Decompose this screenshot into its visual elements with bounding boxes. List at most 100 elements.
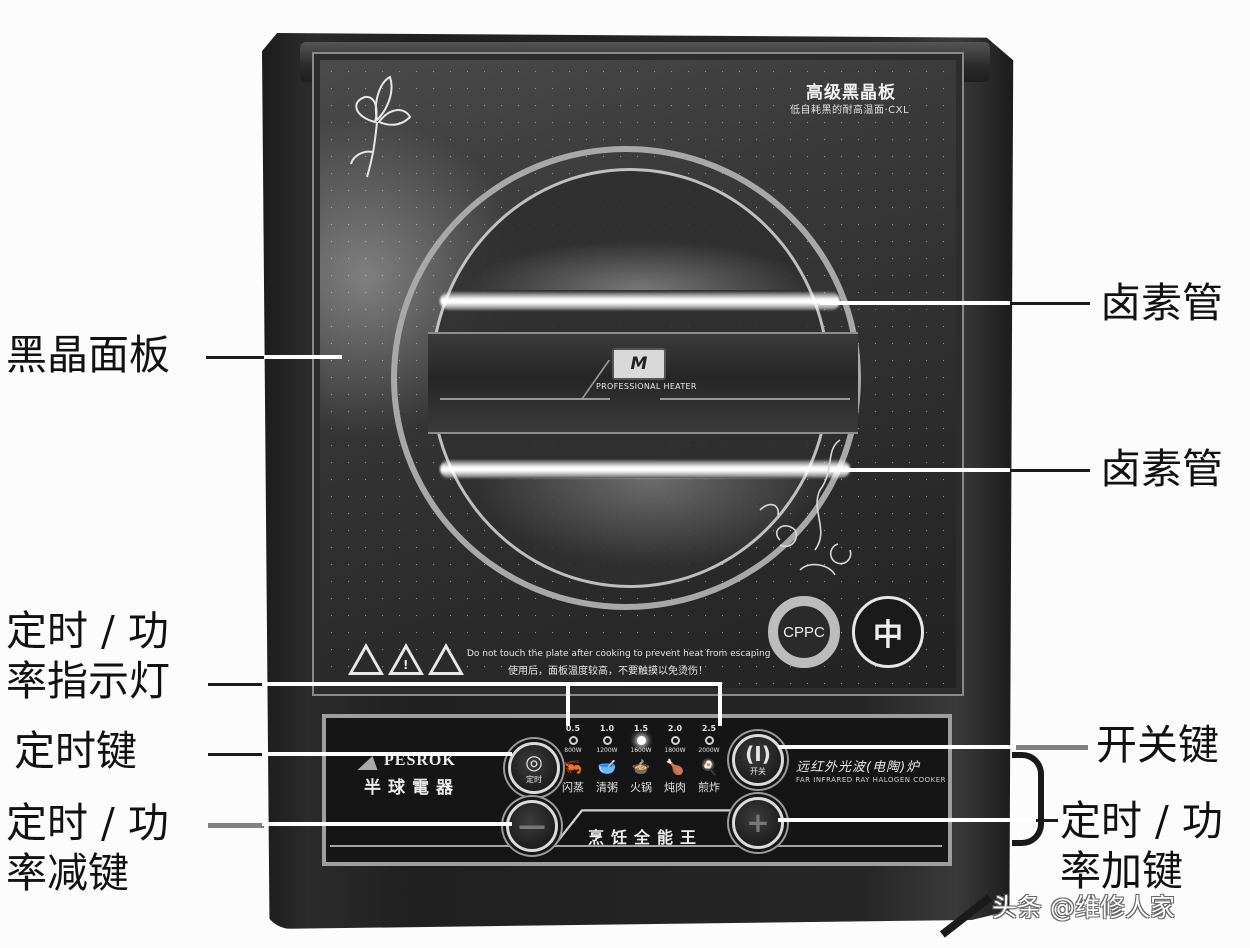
- label-minus-line1: 定时 / 功: [6, 799, 169, 847]
- indicator-led: [602, 736, 612, 745]
- indicator-row: 0.5 800W 🦐 闪蒸 1.0 1200W 🥣 清粥 1.5 1600W 🍲…: [556, 724, 726, 814]
- label-indicator-line2: 率指示灯: [6, 657, 170, 705]
- frying-pan-icon: 🍳: [699, 758, 719, 776]
- leader-line-power-inner: [778, 745, 1018, 749]
- porridge-bowl-icon: 🥣: [597, 758, 617, 776]
- brand-name-chinese: 半球電器: [364, 778, 460, 798]
- leader-line-plus-inner: [778, 818, 1038, 822]
- label-increase-key: 定时 / 功 率加键: [1060, 796, 1223, 896]
- decrease-button[interactable]: —: [506, 800, 558, 852]
- leader-line-halogen-top-inner: [820, 301, 1010, 305]
- indicator-level: 2.5: [701, 724, 717, 733]
- indicator-level: 1.0: [599, 724, 615, 733]
- leader-line-indicator-inner: [262, 682, 722, 686]
- indicator-2: 1.0 1200W 🥣 清粥: [590, 724, 624, 795]
- leader-line-minus-inner: [262, 822, 512, 826]
- halogen-tube-top: [440, 292, 840, 310]
- model-name-chinese: 远红外光波(电陶)炉: [796, 760, 921, 775]
- label-indicator-lights: 定时 / 功 率指示灯: [6, 606, 170, 706]
- indicator-led: [670, 736, 680, 745]
- power-button-label: 开关: [750, 766, 766, 776]
- power-icon: (I): [745, 741, 771, 766]
- leader-line-timer-inner: [262, 752, 512, 756]
- indicator-function: 闪蒸: [562, 781, 584, 794]
- minus-icon: —: [518, 809, 546, 842]
- watermark: 头条 @维修人家: [992, 893, 1175, 922]
- timer-button-label: 定时: [526, 774, 542, 784]
- hot-surface-warning-icon: [348, 643, 384, 675]
- exclamation-icon: !: [403, 658, 409, 672]
- indicator-led-lit: [636, 736, 646, 745]
- label-black-crystal-panel: 黑晶面板: [6, 331, 170, 379]
- heater-logo: M: [612, 348, 666, 380]
- indicator-power: 800W: [564, 747, 582, 754]
- indicator-function: 清粥: [596, 781, 618, 794]
- halogen-glow-bottom: [470, 478, 830, 568]
- leader-line-indicator: [208, 683, 264, 686]
- circuit-trace: [440, 398, 610, 400]
- heating-zone-ring: [391, 146, 861, 610]
- heater-logo-text: PROFESSIONAL HEATER: [596, 382, 697, 391]
- indicator-power: 1200W: [596, 747, 618, 754]
- indicator-level: 1.5: [633, 724, 649, 733]
- warning-text-english: Do not touch the plate after cooking to …: [467, 649, 771, 659]
- indicator-1: 0.5 800W 🦐 闪蒸: [556, 724, 590, 795]
- leader-line-power: [1016, 745, 1088, 750]
- indicator-led: [704, 736, 714, 745]
- glass-panel-subtitle: 低自耗黑的耐高温面·CXL: [790, 105, 910, 116]
- indicator-function: 火锅: [630, 781, 652, 794]
- indicator-level: 2.0: [667, 724, 683, 733]
- timer-icon: ◎: [525, 749, 543, 774]
- leader-line-panel-inner: [264, 355, 342, 359]
- label-plus-line1: 定时 / 功: [1060, 797, 1223, 845]
- timer-button[interactable]: ◎ 定时: [508, 742, 560, 794]
- indicator-4: 2.0 1800W 🍗 炖肉: [658, 724, 692, 795]
- label-halogen-tube-top: 卤素管: [1100, 279, 1223, 327]
- leader-line-halogen-bottom-inner: [830, 468, 1010, 472]
- indicator-level: 0.5: [565, 724, 581, 733]
- model-name-english: FAR INFRARED RAY HALOGEN COOKER: [796, 776, 946, 784]
- indicator-led: [568, 736, 578, 745]
- hotpot-icon: 🍲: [631, 758, 651, 776]
- power-button[interactable]: (I) 开关: [732, 734, 784, 786]
- label-timer-key: 定时键: [14, 727, 137, 775]
- leader-line-indicator-drop-right: [718, 682, 722, 726]
- leader-line-indicator-drop-left: [566, 682, 570, 726]
- slogan-plate-outline: [550, 809, 752, 848]
- indicator-function: 煎炸: [698, 781, 720, 794]
- label-halogen-tube-bottom: 卤素管: [1100, 445, 1223, 493]
- brand-name-english: PESROK: [384, 752, 456, 769]
- leader-line-halogen-top: [1010, 302, 1090, 305]
- label-minus-line2: 率减键: [6, 849, 129, 897]
- label-decrease-key: 定时 / 功 率减键: [6, 798, 169, 898]
- indicator-function: 炖肉: [664, 781, 686, 794]
- ccc-certification-badge: 中: [852, 596, 924, 668]
- power-cord: [1012, 752, 1044, 846]
- panel-slogan: 烹饪全能王: [588, 828, 704, 847]
- no-touch-warning-icon: [428, 643, 464, 675]
- cppc-certification-badge: CPPC: [768, 596, 840, 668]
- label-plus-line2: 率加键: [1060, 847, 1183, 895]
- leader-line-timer: [208, 753, 264, 756]
- increase-button[interactable]: +: [732, 797, 784, 849]
- leader-line-panel: [206, 356, 264, 359]
- shrimp-icon: 🦐: [563, 758, 583, 776]
- swirl-decoration-icon: [759, 439, 852, 576]
- leader-line-plus: [1036, 819, 1058, 822]
- circuit-trace: [660, 398, 850, 400]
- label-power-key: 开关键: [1096, 721, 1219, 769]
- panel-trim-line: [330, 845, 942, 847]
- leader-line-halogen-bottom: [1010, 469, 1090, 472]
- indicator-5: 2.5 2000W 🍳 煎炸: [692, 724, 726, 795]
- indicator-power: 1800W: [664, 747, 686, 754]
- glass-panel-title: 高级黑晶板: [806, 83, 896, 103]
- halogen-tube-bottom: [440, 460, 850, 478]
- indicator-power: 1600W: [630, 747, 652, 754]
- leader-line-minus: [208, 823, 264, 828]
- label-indicator-line1: 定时 / 功: [6, 607, 169, 655]
- indicator-power: 2000W: [698, 747, 720, 754]
- warning-text-chinese: 使用后，面板温度较高，不要触摸以免烫伤！: [508, 666, 708, 677]
- indicator-3: 1.5 1600W 🍲 火锅: [624, 724, 658, 795]
- flower-decoration-icon: [350, 75, 412, 178]
- plus-icon: +: [746, 806, 770, 839]
